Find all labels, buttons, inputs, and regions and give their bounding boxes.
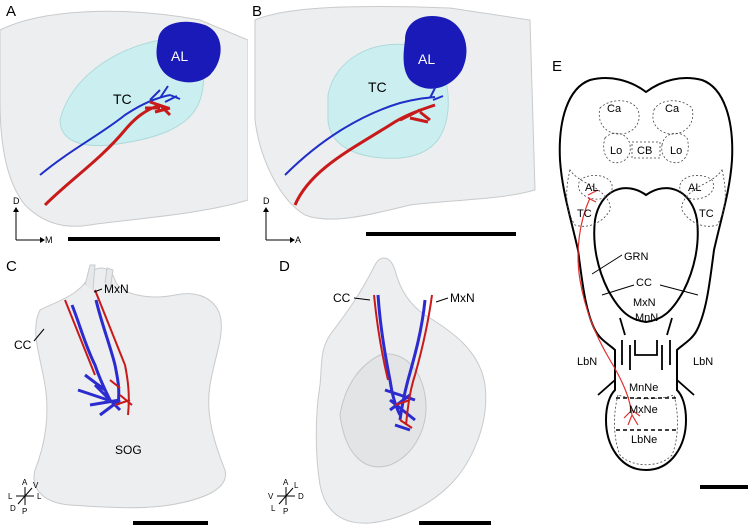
red-neuron-c xyxy=(64,289,133,416)
svg-text:CB: CB xyxy=(637,145,652,157)
blue-neuron-a xyxy=(39,85,181,176)
al-label-a: AL xyxy=(171,48,188,64)
panel-letter-a: A xyxy=(6,3,17,20)
panel-e-schematic: Ca Ca CB Lo Lo AL AL TC TC GRN CC MxN Mn… xyxy=(558,77,734,472)
scale-bar-e xyxy=(700,485,748,489)
svg-text:L: L xyxy=(271,504,276,513)
panel-c-render: MxN CC SOG A P L L V D xyxy=(0,255,248,529)
axis-arrows-a xyxy=(15,210,42,241)
scale-bar-a xyxy=(68,237,220,241)
cc-label-d: CC xyxy=(333,291,351,305)
scale-bar-c xyxy=(133,521,208,525)
svg-text:AL: AL xyxy=(688,182,701,194)
mxn-label-c: MxN xyxy=(104,282,129,296)
panel-c: MxN CC SOG A P L L V D C xyxy=(0,255,248,529)
svg-text:A: A xyxy=(22,478,28,487)
tc-label-b: TC xyxy=(368,79,387,95)
svg-text:TC: TC xyxy=(577,208,592,220)
svg-text:Lo: Lo xyxy=(670,145,682,157)
panel-a-render: AL TC D M xyxy=(0,0,248,248)
red-neuron-d xyxy=(373,294,433,429)
red-neuron-b xyxy=(293,103,436,206)
svg-text:MxN: MxN xyxy=(633,297,656,309)
scale-bar-b xyxy=(366,232,516,236)
panel-a: AL TC D M A xyxy=(0,0,248,248)
svg-text:MnN: MnN xyxy=(635,312,658,324)
sog-label-c: SOG xyxy=(115,443,142,457)
svg-text:V: V xyxy=(33,481,39,490)
blue-neuron-c xyxy=(70,299,122,417)
nerves-e xyxy=(597,317,695,396)
al-volume-b xyxy=(403,16,467,89)
axis-m-a: M xyxy=(45,235,53,245)
al-volume-a xyxy=(156,21,221,83)
svg-text:GRN: GRN xyxy=(624,251,649,263)
panel-letter-e: E xyxy=(552,58,563,75)
panel-e: Ca Ca CB Lo Lo AL AL TC TC GRN CC MxN Mn… xyxy=(540,50,752,529)
al-label-b: AL xyxy=(418,51,435,67)
cc-label-c: CC xyxy=(14,338,32,352)
svg-text:V: V xyxy=(268,492,274,501)
mxn-label-d: MxN xyxy=(450,291,475,305)
svg-text:D: D xyxy=(298,492,304,501)
panel-letter-b: B xyxy=(252,3,263,20)
panel-d-render: CC MxN A P V D L L xyxy=(250,255,522,529)
panel-letter-c: C xyxy=(6,258,17,275)
axis-d-b: D xyxy=(263,196,270,206)
red-neuron-a xyxy=(43,100,172,207)
panel-b: AL TC D A B xyxy=(250,0,540,248)
blue-neuron-b xyxy=(284,87,444,176)
panel-letter-d: D xyxy=(279,258,290,275)
panel-d: CC MxN A P V D L L D xyxy=(250,255,522,529)
svg-text:P: P xyxy=(283,507,288,516)
svg-text:Ca: Ca xyxy=(665,103,680,115)
compass-d xyxy=(277,487,295,505)
svg-text:CC: CC xyxy=(636,277,652,289)
svg-text:MxNe: MxNe xyxy=(629,404,658,416)
svg-text:A: A xyxy=(283,478,289,487)
grn-red-neuron xyxy=(577,189,641,426)
sog-surface-c xyxy=(33,267,226,509)
axis-d-a: D xyxy=(13,196,20,206)
svg-text:LbNe: LbNe xyxy=(631,434,657,446)
axis-arrows-b xyxy=(265,210,292,241)
panel-b-render: AL TC D A xyxy=(250,0,540,248)
svg-text:L: L xyxy=(294,481,299,490)
svg-text:L: L xyxy=(8,492,13,501)
svg-text:P: P xyxy=(22,507,27,516)
svg-text:Lo: Lo xyxy=(610,145,622,157)
tc-label-a: TC xyxy=(113,91,132,107)
svg-text:L: L xyxy=(37,492,42,501)
svg-text:LbN: LbN xyxy=(577,356,597,368)
compass-c xyxy=(16,487,34,505)
svg-text:TC: TC xyxy=(699,208,714,220)
svg-text:LbN: LbN xyxy=(693,356,713,368)
scale-bar-d xyxy=(419,521,491,525)
svg-text:Ca: Ca xyxy=(607,103,622,115)
svg-text:AL: AL xyxy=(585,182,598,194)
svg-text:MnNe: MnNe xyxy=(629,382,658,394)
svg-text:D: D xyxy=(10,504,16,513)
axis-a-b: A xyxy=(295,235,301,245)
dotted-regions-e xyxy=(566,100,726,466)
